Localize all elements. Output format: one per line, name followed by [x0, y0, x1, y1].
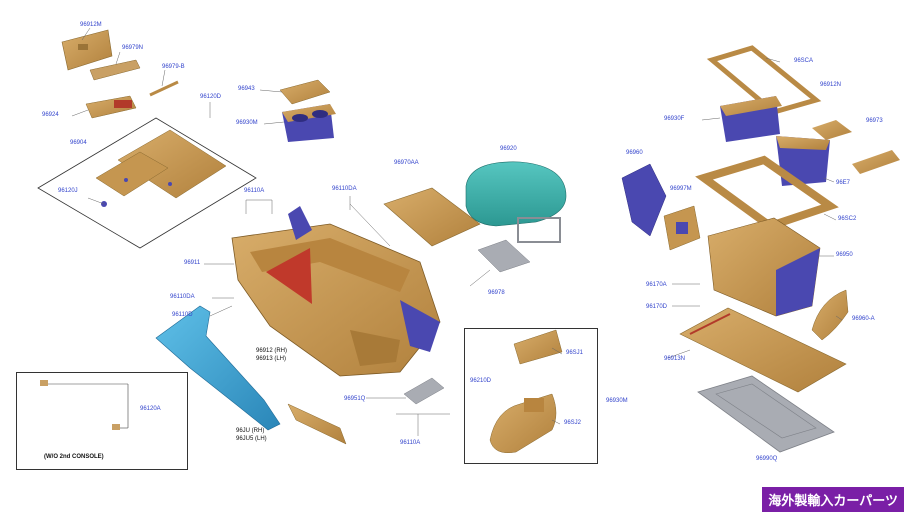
part-96930M [282, 104, 336, 142]
label-96943: 96943 [238, 86, 255, 92]
label-96913-lh: 96913 (LH) [256, 356, 287, 362]
label-96924: 96924 [42, 112, 59, 118]
part-96930F [720, 96, 782, 142]
part-96912-side-trim [155, 305, 281, 431]
label-96912N: 96912N [820, 82, 842, 88]
label-96970AA: 96970AA [394, 160, 419, 166]
part-96924 [85, 95, 137, 119]
part-96950 [707, 217, 821, 317]
label-96904: 96904 [70, 140, 87, 146]
label-96120D: 96120D [200, 94, 222, 100]
label-96JU-rh: 96JU (RH) [236, 428, 265, 434]
part-96912N [812, 120, 852, 140]
label-96110D: 96110D [172, 312, 193, 318]
part-96911-main-console [231, 206, 441, 377]
label-96913N: 96913N [664, 356, 686, 362]
part-96990Q [697, 375, 835, 453]
watermark-badge: 海外製輸入カーパーツ [762, 487, 904, 512]
part-96979N [89, 59, 141, 81]
part-96978 [477, 239, 531, 273]
part-96913N [679, 307, 847, 393]
label-96SJ2: 96SJ2 [564, 420, 582, 426]
label-96110A-bottom: 96110A [400, 440, 421, 446]
label-96912M: 96912M [80, 22, 102, 28]
label-96110A-top: 96110A [244, 188, 265, 194]
part-96920-armrest [465, 161, 567, 243]
label-96951Q: 96951Q [344, 396, 366, 402]
part-96951Q [403, 377, 445, 405]
label-96120A: 96120A [140, 406, 161, 412]
part-96973 [852, 150, 900, 174]
label-96SC2: 96SC2 [838, 216, 857, 222]
part-96943 [279, 79, 331, 105]
part-96JU-panel [287, 403, 347, 445]
part-96SC2 [695, 155, 839, 231]
label-96SJ1: 96SJ1 [566, 350, 584, 356]
label-96950: 96950 [836, 252, 853, 258]
label-96SCA: 96SCA [794, 58, 814, 64]
part-96979-B [149, 80, 179, 97]
box-96930M-lower [464, 328, 598, 464]
label-96E7: 96E7 [836, 180, 851, 186]
part-96997M [663, 205, 701, 251]
label-96912-rh: 96912 (RH) [256, 348, 288, 354]
label-96979N: 96979N [122, 45, 144, 51]
label-96973: 96973 [866, 118, 883, 124]
label-96911: 96911 [184, 260, 201, 266]
label-96120J: 96120J [58, 188, 78, 194]
label-96997M: 96997M [670, 186, 692, 192]
label-96210D: 96210D [470, 378, 492, 384]
part-96SCA [706, 45, 822, 115]
label-96920: 96920 [500, 146, 517, 152]
label-96930F: 96930F [664, 116, 685, 122]
label-96990Q: 96990Q [756, 456, 778, 462]
part-96960-A [811, 289, 849, 341]
label-96110DA-top: 96110DA [332, 186, 357, 192]
group-96904-box [37, 117, 257, 249]
part-96970AA [383, 187, 481, 247]
part-96120A [40, 380, 129, 430]
label-96930M: 96930M [236, 120, 258, 126]
label-96JU5-lh: 96JU5 (LH) [236, 436, 267, 442]
part-96SJ-group [489, 329, 563, 453]
part-96912M [61, 29, 113, 71]
box-caption: (W/O 2nd CONSOLE) [44, 454, 104, 460]
label-96960: 96960 [626, 150, 643, 156]
label-96930M-right: 96930M [606, 398, 628, 404]
label-96978: 96978 [488, 290, 505, 296]
box-wo-2nd-console [16, 372, 188, 470]
label-96960-A: 96960-A [852, 316, 875, 322]
leader-lines [71, 27, 843, 436]
label-96170A: 96170A [646, 282, 667, 288]
label-96110DA: 96110DA [170, 294, 195, 300]
label-96170D: 96170D [646, 304, 668, 310]
label-96979-B: 96979-B [162, 64, 185, 70]
part-96960 [621, 163, 667, 237]
